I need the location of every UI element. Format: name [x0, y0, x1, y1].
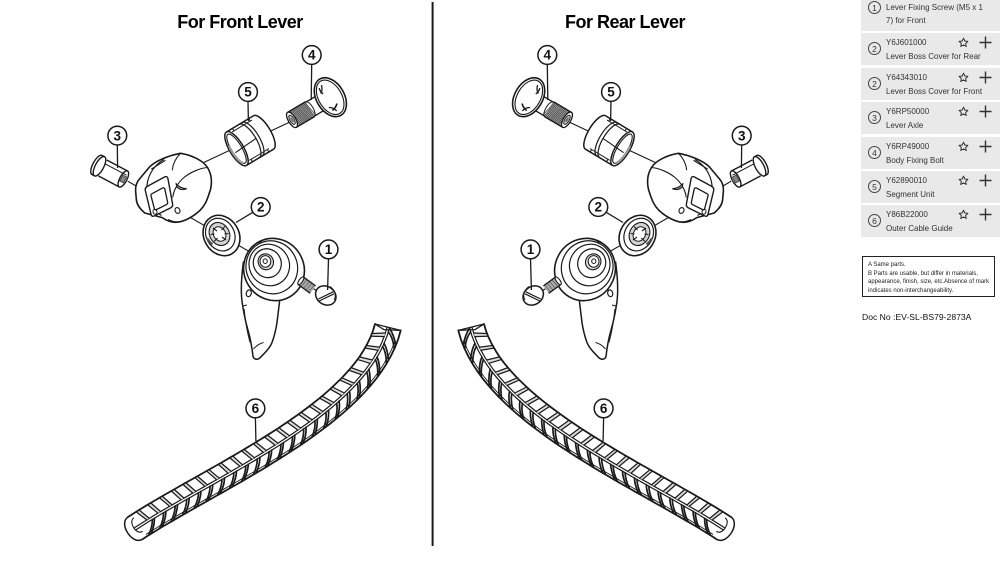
svg-text:5: 5 — [607, 85, 615, 100]
svg-text:2: 2 — [257, 200, 265, 215]
svg-text:4: 4 — [544, 48, 552, 63]
svg-text:For Front Lever: For Front Lever — [177, 12, 303, 32]
svg-text:2: 2 — [595, 200, 603, 215]
svg-text:5: 5 — [244, 85, 252, 100]
svg-text:4: 4 — [308, 48, 316, 63]
svg-text:6: 6 — [600, 401, 608, 416]
svg-text:6: 6 — [252, 401, 260, 416]
svg-text:1: 1 — [325, 242, 333, 257]
svg-text:1: 1 — [527, 242, 535, 257]
svg-text:3: 3 — [114, 128, 122, 143]
svg-text:For Rear Lever: For Rear Lever — [565, 12, 686, 32]
svg-text:3: 3 — [738, 128, 746, 143]
